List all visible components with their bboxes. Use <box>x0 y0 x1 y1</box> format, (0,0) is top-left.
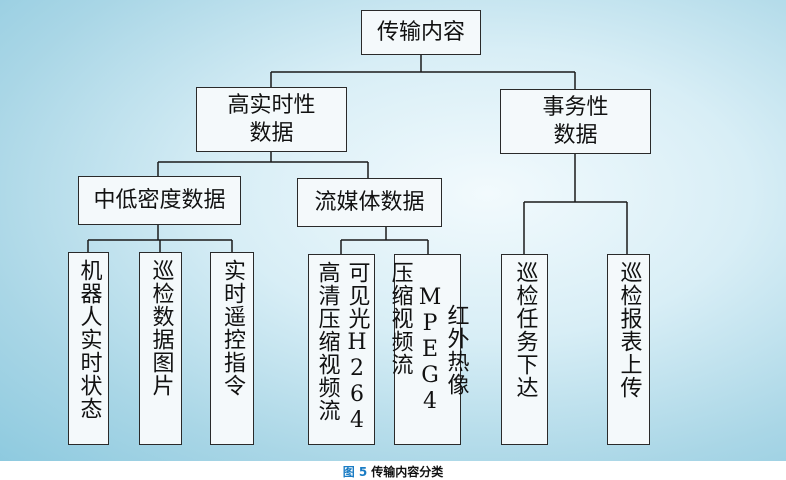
leaf-remote-control: 实时遥控指令 <box>210 252 254 445</box>
streaming-media-node: 流媒体数据 <box>297 178 442 227</box>
leaf-inspection-images: 巡检数据图片 <box>139 252 182 445</box>
leaf-infrared-stream: 红外热像MPEG4 压缩视频流 <box>388 254 469 445</box>
leaf-task-dispatch-label: 巡检任务下达 <box>512 261 538 399</box>
root-label: 传输内容 <box>376 19 465 45</box>
medium-low-density-node: 中低密度数据 <box>78 176 241 225</box>
leaf-robot-status: 机器人实时状态 <box>68 252 109 445</box>
realtime-label-line2: 数据 <box>249 120 294 146</box>
diagram-panel: 传输内容 高实时性 数据 事务性 数据 中低密度数据 流媒体数据 机器人实时状态… <box>0 0 786 461</box>
leaf-report-upload: 巡检报表上传 <box>607 254 650 445</box>
figure-number: 图 5 <box>342 465 368 479</box>
figure-title: 传输内容分类 <box>371 465 444 479</box>
leaf-remote-control-label: 实时遥控指令 <box>220 259 245 397</box>
realtime-label-line1: 高实时性 <box>227 92 316 118</box>
transaction-label-line1: 事务性 <box>542 94 609 120</box>
streaming-media-label: 流媒体数据 <box>314 189 425 215</box>
medium-low-density-label: 中低密度数据 <box>93 187 226 213</box>
leaf-infrared-line1: 红外热像MPEG4 <box>417 284 469 415</box>
leaf-infrared-line2: 压缩视频流 <box>387 261 413 376</box>
leaf-task-dispatch: 巡检任务下达 <box>501 254 548 445</box>
transaction-data-node: 事务性 数据 <box>500 89 651 154</box>
root-node: 传输内容 <box>361 10 481 55</box>
leaf-report-upload-label: 巡检报表上传 <box>616 261 642 399</box>
leaf-inspection-images-label: 巡检数据图片 <box>148 259 174 397</box>
leaf-robot-status-label: 机器人实时状态 <box>76 259 102 420</box>
transaction-label-line2: 数据 <box>553 122 598 148</box>
realtime-data-node: 高实时性 数据 <box>196 87 347 152</box>
leaf-visible-light-stream: 可见光H264 高清压缩视频流 <box>308 254 375 445</box>
leaf-visible-light-line2: 高清压缩视频流 <box>314 261 340 422</box>
connector-lines <box>87 55 628 254</box>
leaf-visible-light-line1: 可见光H264 <box>344 261 370 434</box>
